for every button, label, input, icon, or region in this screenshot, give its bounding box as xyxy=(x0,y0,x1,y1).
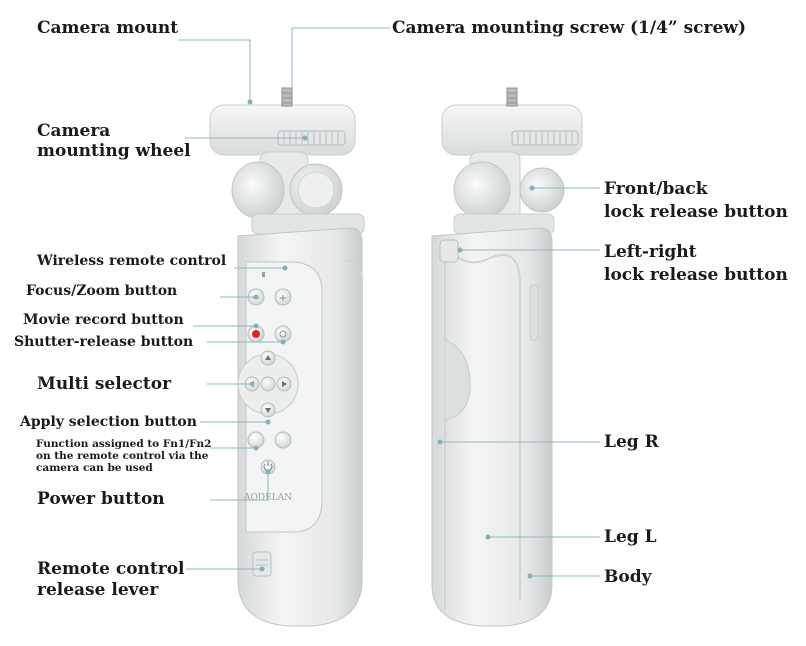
right-grip-body xyxy=(431,227,553,627)
left-right-lock-button[interactable] xyxy=(439,239,459,263)
label-camera-mount: Camera mount xyxy=(37,18,179,38)
svg-text:+: + xyxy=(279,293,287,304)
label-left-right-lock-line2: lock release button xyxy=(604,265,788,285)
label-left-right-lock-line1: Left-right xyxy=(604,242,697,262)
ball-joint xyxy=(231,161,285,219)
label-front-back-lock-line1: Front/back xyxy=(604,179,708,199)
label-multi-selector: Multi selector xyxy=(37,374,172,394)
label-function-note-line2: on the remote control via the xyxy=(36,450,209,462)
leader-lines xyxy=(178,27,600,579)
camera-mount-plate xyxy=(209,104,356,156)
label-shutter-release-button: Shutter-release button xyxy=(14,334,194,350)
label-leg-l: Leg L xyxy=(604,527,657,547)
label-camera-mounting-screw: Camera mounting screw (1/4” screw) xyxy=(392,18,746,38)
label-function-note-line3: camera can be used xyxy=(36,462,153,474)
front-back-lock-button[interactable] xyxy=(519,167,565,213)
label-leg-r: Leg R xyxy=(604,432,659,452)
apply-selection-button[interactable] xyxy=(260,376,276,392)
label-camera-mounting-wheel-line1: Camera xyxy=(37,121,111,141)
label-front-back-lock-line2: lock release button xyxy=(604,202,788,222)
focus-plus-button[interactable] xyxy=(274,288,292,306)
label-power-button: Power button xyxy=(37,489,165,509)
label-apply-selection-button: Apply selection button xyxy=(20,414,197,430)
label-body: Body xyxy=(604,567,652,587)
label-movie-record-button: Movie record button xyxy=(23,312,184,328)
label-function-note-line1: Function assigned to Fn1/Fn2 xyxy=(36,438,212,450)
fn2-button[interactable] xyxy=(274,431,292,449)
label-remote-release-lever-line2: release lever xyxy=(37,580,159,600)
label-camera-mounting-wheel-line2: mounting wheel xyxy=(37,141,191,161)
left-device: − + AODELAN xyxy=(209,87,365,627)
right-device xyxy=(431,87,583,627)
label-wireless-remote-control: Wireless remote control xyxy=(37,253,227,269)
label-remote-release-lever-line1: Remote control xyxy=(37,559,185,579)
label-focus-zoom-button: Focus/Zoom button xyxy=(26,283,178,299)
mounting-screw xyxy=(281,87,293,107)
remote-release-lever[interactable] xyxy=(252,551,272,577)
